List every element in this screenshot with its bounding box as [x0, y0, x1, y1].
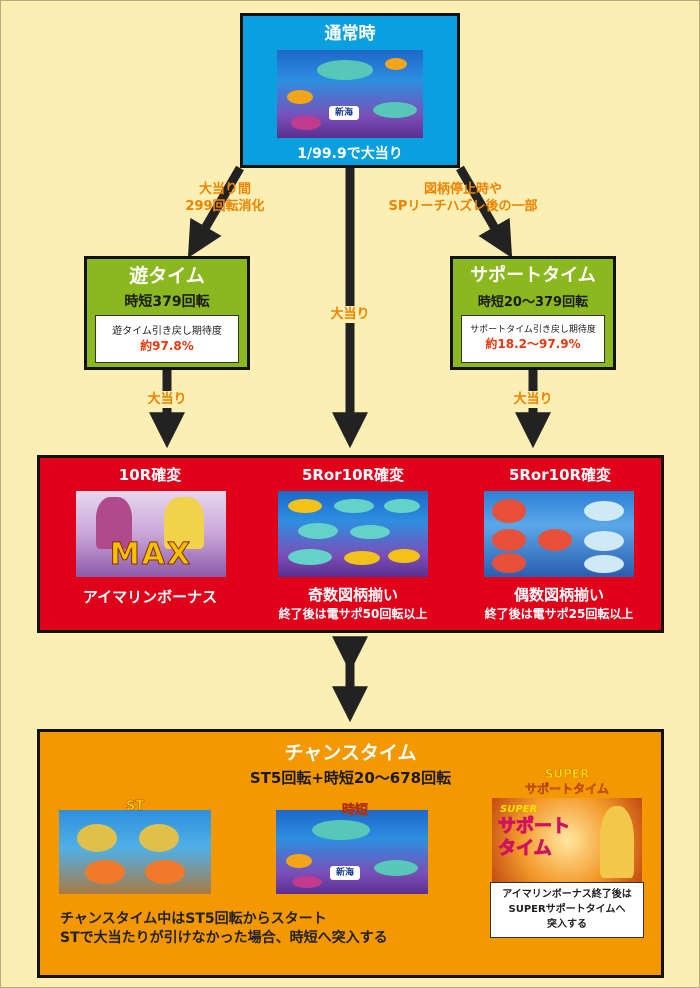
character-silhouette [164, 497, 204, 549]
game-logo: 新海 [329, 106, 359, 120]
fish-shape [286, 854, 312, 868]
fish-shape [312, 820, 370, 840]
fish-shape [384, 499, 420, 513]
label-to-asobi: 大当り間 299回転消化 [185, 182, 265, 214]
asobi-expect-value: 約97.8% [140, 339, 194, 353]
asobi-time-box: 遊タイム 時短379回転 遊タイム引き戻し期待度 約97.8% [84, 256, 250, 370]
kakuhen-odd-caption: 奇数図柄揃い [307, 586, 398, 604]
fish-shape [288, 499, 322, 513]
game-logo: 新海 [330, 866, 360, 880]
asobi-sub: 時短379回転 [124, 294, 210, 310]
super-support-image: SUPER サポート タイム [492, 798, 642, 882]
fish-shape [373, 102, 417, 118]
pedestal-shape [145, 860, 185, 884]
octopus-shape [492, 529, 526, 551]
anemone-shape [584, 555, 624, 573]
kakuhen-10r-header: 10R確変 [118, 466, 182, 484]
asobi-expect-title: 遊タイム引き戻し期待度 [112, 326, 222, 337]
turtle-shape [139, 824, 179, 852]
octopus-shape [492, 499, 526, 523]
kakuhen-10r-caption: アイマリンボーナス [82, 588, 218, 606]
st-label: ST [125, 799, 145, 815]
label-to-support: 図柄停止時や SPリーチハズレ後の一部 [388, 182, 538, 214]
support-title: サポートタイム [470, 265, 596, 286]
super-support-note: アイマリンボーナス終了後は SUPERサポートタイムへ 突入する [490, 882, 644, 938]
turtle-shape [77, 824, 117, 852]
chance-desc-line2: STで大当たりが引けなかった場合、時短へ突入する [60, 930, 388, 946]
chance-sub: ST5回転+時短20〜678回転 [249, 769, 452, 787]
kakuhen-odd-header: 5Ror10R確変 [301, 466, 405, 484]
kakuhen-even-header: 5Ror10R確変 [508, 466, 612, 484]
fish-shape [291, 116, 321, 130]
label-asobi-hit: 大当り [137, 391, 197, 408]
anemone-shape [584, 531, 624, 551]
chance-description: チャンスタイム中はST5回転からスタート STで大当たりが引けなかった場合、時短… [60, 910, 480, 948]
fish-shape [298, 523, 338, 539]
fish-shape [388, 549, 420, 563]
max-logo: MAX [109, 537, 193, 573]
odd-symbols-image [278, 491, 428, 577]
fish-shape [344, 551, 380, 565]
fish-shape [287, 90, 313, 104]
aimarin-bonus-image: MAX [76, 491, 226, 577]
support-expect-value: 約18.2〜97.9% [485, 337, 581, 351]
support-time-box: サポートタイム 時短20〜379回転 サポートタイム引き戻し期待度 約18.2〜… [450, 256, 616, 370]
support-sub: 時短20〜379回転 [477, 295, 589, 310]
label-center-hit: 大当り [320, 306, 380, 323]
jitan-image: 新海 [276, 810, 428, 894]
arrow-normal-to-support [456, 165, 513, 259]
chance-title: チャンスタイム [284, 742, 417, 764]
st-image [59, 810, 211, 894]
asobi-title: 遊タイム [129, 265, 205, 287]
kakuhen-box: 10R確変 MAX アイマリンボーナス 5Ror10R確変 奇数図柄揃い 終了後… [37, 455, 664, 633]
anemone-shape [584, 501, 624, 521]
kakuhen-even-caption: 偶数図柄揃い [513, 586, 604, 604]
support-expect-title: サポートタイム引き戻し期待度 [470, 325, 596, 335]
pedestal-shape [85, 860, 125, 884]
fish-shape [317, 60, 373, 80]
normal-screen-image: 新海 [277, 50, 423, 138]
arrow-normal-to-asobi [187, 165, 244, 259]
super-logo-main: サポート タイム [498, 816, 571, 860]
octopus-shape [538, 529, 572, 551]
kakuhen-odd-note: 終了後は電サポ50回転以上 [278, 607, 428, 621]
fish-shape [374, 860, 418, 876]
support-expect-box: サポートタイム引き戻し期待度 約18.2〜97.9% [461, 315, 605, 363]
normal-odds: 1/99.9で大当り [297, 146, 403, 162]
normal-state-box: 通常時 新海 1/99.9で大当り [240, 13, 460, 168]
kakuhen-even-note: 終了後は電サポ25回転以上 [484, 607, 634, 621]
label-support-hit: 大当り [503, 391, 563, 408]
character-silhouette [600, 806, 634, 878]
asobi-expect-box: 遊タイム引き戻し期待度 約97.8% [95, 315, 239, 363]
normal-title: 通常時 [324, 24, 376, 44]
fish-shape [350, 525, 390, 539]
fish-shape [288, 549, 332, 565]
super-support-label: SUPER サポートタイム [525, 767, 609, 796]
fish-shape [292, 876, 322, 888]
octopus-shape [492, 553, 526, 573]
character-silhouette [96, 497, 132, 549]
chance-time-box: チャンスタイム ST5回転+時短20〜678回転 ST 新海 時短 SUPER … [37, 729, 664, 978]
fish-shape [385, 58, 407, 70]
chance-desc-line1: チャンスタイム中はST5回転からスタート [60, 911, 327, 927]
jitan-label: 時短 [341, 803, 369, 819]
even-symbols-image [484, 491, 634, 577]
super-logo-top: SUPER [500, 804, 538, 815]
fish-shape [334, 499, 374, 513]
